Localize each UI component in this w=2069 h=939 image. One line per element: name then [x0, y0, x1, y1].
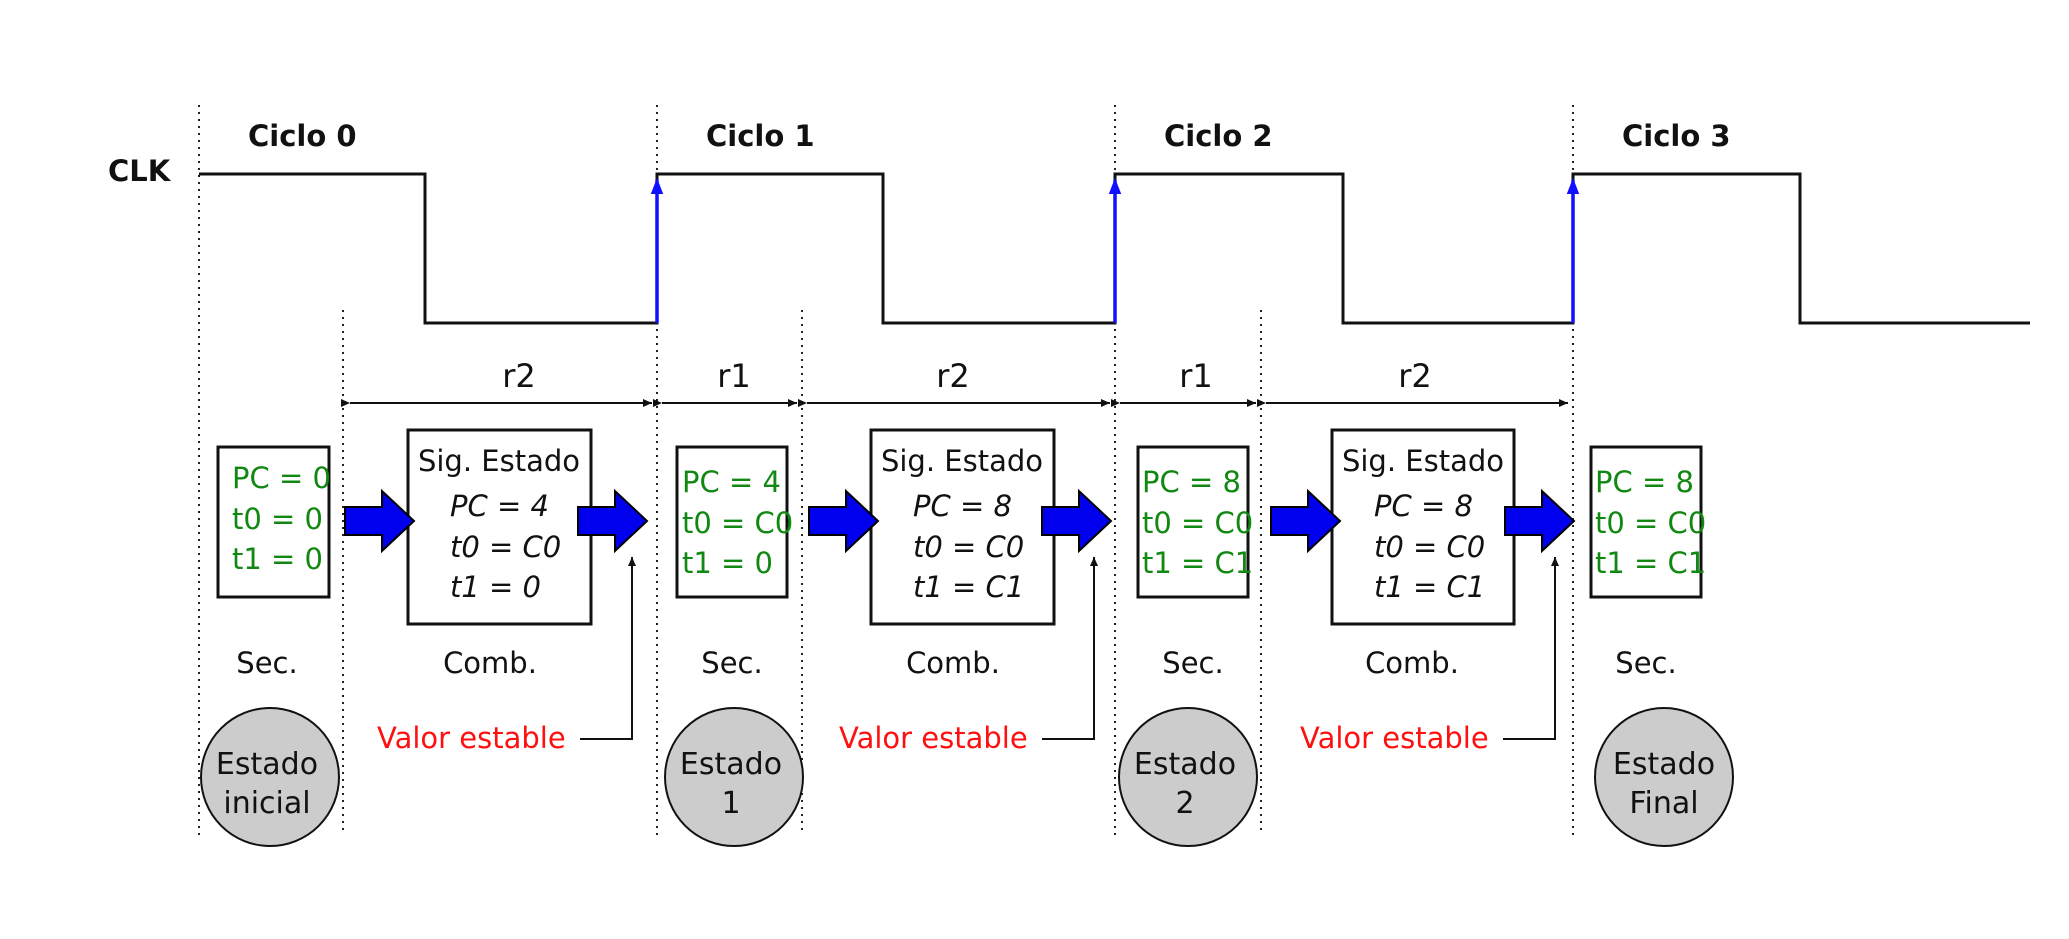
state-circle-line: Final [1629, 786, 1698, 821]
comb-block-2: Sig. Estado PC = 8 t0 = C0 t1 = C1 [1330, 428, 1516, 626]
flow-arrow-icon [577, 488, 649, 554]
flow-arrow-icon [1270, 488, 1342, 554]
seq-state-line: t0 = C0 [682, 506, 793, 540]
comb-label-1: Comb. [906, 646, 1000, 680]
state-circle-line: Estado [1134, 747, 1236, 782]
interval-label-2: r2 [936, 357, 970, 395]
stable-value-label-0: Valor estable [377, 721, 566, 755]
interval-label-4: r2 [1398, 357, 1432, 395]
seq-state-line: t1 = 0 [232, 542, 323, 576]
cycle-label-3: Ciclo 3 [1622, 119, 1731, 153]
seq-label-1: Sec. [701, 646, 762, 680]
comb-block-line: t0 = C0 [913, 530, 1024, 564]
comb-block-line: t1 = 0 [450, 570, 541, 604]
state-circle-2: Estado 2 [1118, 707, 1258, 847]
seq-state-box-2: PC = 8 t0 = C0 t1 = C1 [1136, 445, 1253, 599]
stable-value-pointer-2 [1503, 557, 1559, 740]
cycle-label-2: Ciclo 2 [1164, 119, 1273, 153]
comb-block-line: PC = 8 [913, 489, 1012, 523]
state-circle-line: Estado [1613, 747, 1715, 782]
seq-state-line: t0 = C0 [1595, 506, 1706, 540]
seq-state-line: PC = 0 [232, 461, 331, 495]
comb-block-0: Sig. Estado PC = 4 t0 = C0 t1 = 0 [406, 428, 593, 626]
comb-block-line: PC = 8 [1374, 489, 1473, 523]
seq-state-line: t0 = C0 [1142, 506, 1253, 540]
state-circle-0: Estado inicial [200, 707, 340, 847]
cycle-label-0: Ciclo 0 [248, 119, 357, 153]
state-circle-3: Estado Final [1594, 707, 1734, 847]
seq-state-box-0: PC = 0 t0 = 0 t1 = 0 [216, 445, 331, 599]
flow-arrows [344, 488, 1576, 554]
seq-state-line: PC = 8 [1142, 465, 1241, 499]
comb-block-title: Sig. Estado [418, 444, 580, 478]
comb-block-line: t1 = C1 [913, 570, 1024, 604]
comb-block-line: t0 = C0 [450, 530, 561, 564]
state-circle-line: 2 [1175, 786, 1194, 821]
seq-state-box-1: PC = 4 t0 = C0 t1 = 0 [675, 445, 793, 599]
cycle-label-1: Ciclo 1 [706, 119, 815, 153]
comb-block-line: PC = 4 [450, 489, 549, 523]
flow-arrow-icon [1041, 488, 1113, 554]
interval-label-1: r1 [717, 357, 751, 395]
stable-value-label-1: Valor estable [839, 721, 1028, 755]
seq-state-line: t1 = C1 [1142, 546, 1253, 580]
seq-state-line: PC = 4 [682, 465, 781, 499]
separator-lines [198, 105, 1574, 835]
flow-arrow-icon [808, 488, 880, 554]
seq-state-box-3: PC = 8 t0 = C0 t1 = C1 [1589, 445, 1706, 599]
comb-block-line: t0 = C0 [1374, 530, 1485, 564]
comb-block-title: Sig. Estado [1342, 444, 1504, 478]
interval-label-3: r1 [1179, 357, 1213, 395]
seq-state-line: t0 = 0 [232, 502, 323, 536]
seq-label-0: Sec. [236, 646, 297, 680]
state-circle-line: inicial [223, 786, 310, 821]
state-circle-line: Estado [216, 747, 318, 782]
seq-label-3: Sec. [1615, 646, 1676, 680]
stable-value-pointer-0 [580, 557, 636, 740]
flow-arrow-icon [344, 488, 416, 554]
comb-block-1: Sig. Estado PC = 8 t0 = C0 t1 = C1 [869, 428, 1056, 626]
state-circle-line: Estado [680, 747, 782, 782]
clk-label: CLK [108, 154, 172, 188]
state-circle-line: 1 [721, 786, 740, 821]
comb-block-title: Sig. Estado [881, 444, 1043, 478]
seq-state-line: t1 = C1 [1595, 546, 1706, 580]
stable-value-label-2: Valor estable [1300, 721, 1489, 755]
comb-block-line: t1 = C1 [1374, 570, 1485, 604]
seq-label-2: Sec. [1162, 646, 1223, 680]
state-circle-1: Estado 1 [664, 707, 804, 847]
stable-value-pointer-1 [1042, 557, 1098, 740]
comb-label-2: Comb. [1365, 646, 1459, 680]
flow-arrow-icon [1504, 488, 1576, 554]
seq-state-line: t1 = 0 [682, 546, 773, 580]
comb-label-0: Comb. [443, 646, 537, 680]
seq-state-line: PC = 8 [1595, 465, 1694, 499]
interval-label-0: r2 [502, 357, 536, 395]
